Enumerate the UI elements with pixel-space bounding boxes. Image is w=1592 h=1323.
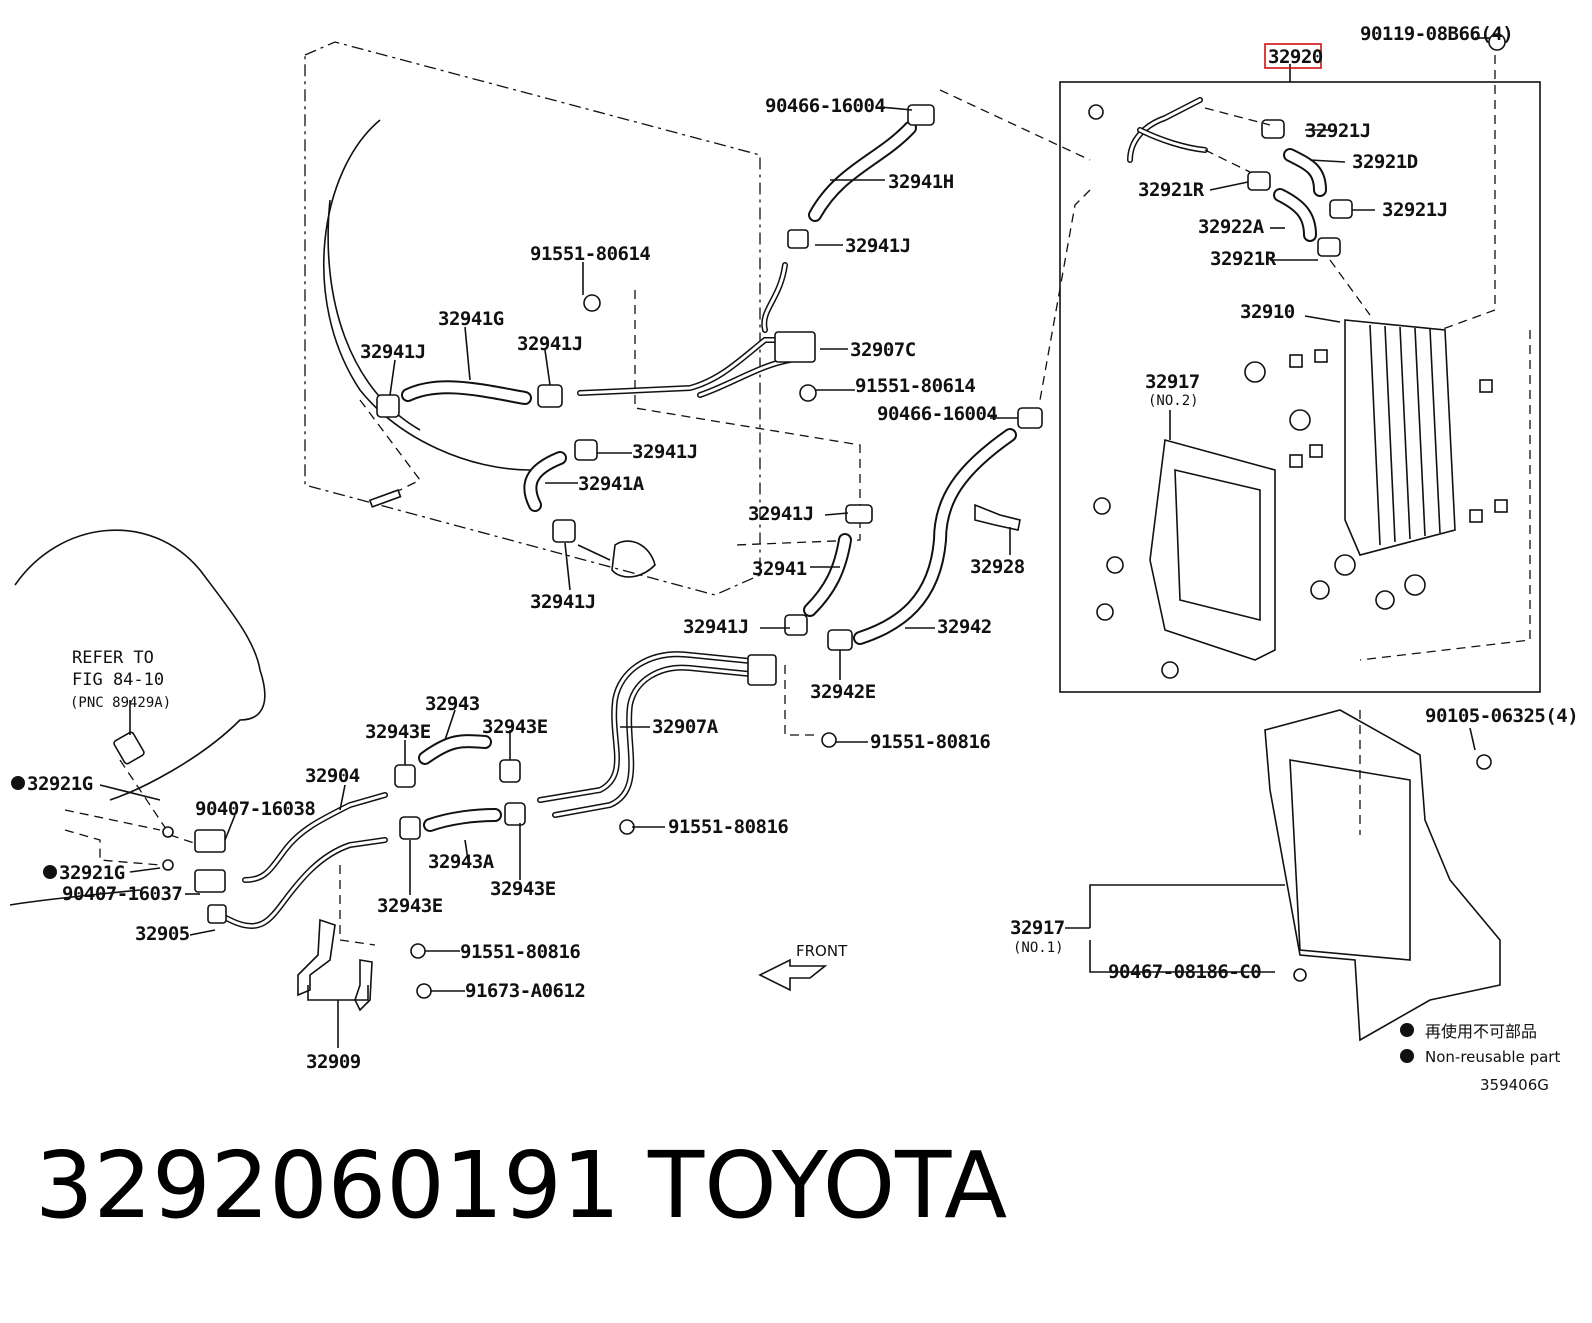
oil-cooler-box <box>1059 43 1541 693</box>
label-91551-80614-b[interactable]: 91551-80614 <box>855 375 976 397</box>
label-32941J-a[interactable]: 32941J <box>845 235 911 257</box>
hose-32941H <box>761 104 935 333</box>
duct-32917-no2 <box>1149 438 1276 661</box>
part-labels: 32920 90119-08B66(4) 90466-16004 32941H … <box>11 23 1579 1073</box>
legend-jp: 再使用不可部品 <box>1425 1022 1537 1041</box>
bracket-32909 <box>297 865 376 1012</box>
label-32941J-f[interactable]: 32941J <box>530 591 596 613</box>
duct-32917-no1 <box>1264 55 1501 1042</box>
hose-32941A <box>523 439 656 578</box>
hose-32943A <box>399 802 526 840</box>
label-32921G-b[interactable]: 32921G <box>59 862 125 884</box>
label-90105[interactable]: 90105-06325(4) <box>1425 705 1579 727</box>
label-32917-no1-sub: (NO.1) <box>1013 940 1064 956</box>
label-91673[interactable]: 91673-A0612 <box>465 980 586 1002</box>
leader-lines <box>99 37 1490 1048</box>
label-32941J-d[interactable]: 32941J <box>632 441 698 463</box>
pipe-32907A <box>537 651 815 818</box>
front-label: FRONT <box>796 942 848 960</box>
label-32941J-b[interactable]: 32941J <box>360 341 426 363</box>
label-32943E-b[interactable]: 32943E <box>482 716 548 738</box>
highlight-box <box>1264 43 1322 69</box>
cooler-core-32910 <box>1344 319 1531 661</box>
hose-32941G <box>376 380 563 418</box>
hose-32942 <box>827 89 1091 651</box>
label-32922A[interactable]: 32922A <box>1198 216 1265 238</box>
transmission-outline <box>9 529 266 906</box>
legend-en: Non-reusable part <box>1425 1048 1560 1066</box>
label-32917-no1[interactable]: 32917 <box>1010 917 1065 939</box>
legend: 再使用不可部品 Non-reusable part 359406G <box>1400 1022 1560 1094</box>
refer-line-3: (PNC 89429A) <box>70 695 171 711</box>
radiator-frame <box>304 41 761 596</box>
label-90466-a[interactable]: 90466-16004 <box>765 95 886 117</box>
label-32921R-a[interactable]: 32921R <box>1138 179 1205 201</box>
hose-32941 <box>784 504 873 636</box>
label-32909[interactable]: 32909 <box>306 1051 361 1073</box>
label-32941J-g[interactable]: 32941J <box>683 616 749 638</box>
label-32928[interactable]: 32928 <box>970 556 1025 578</box>
cooler-hoses <box>1127 97 1371 316</box>
label-32941H[interactable]: 32941H <box>888 171 954 193</box>
label-32910[interactable]: 32910 <box>1240 301 1295 323</box>
label-32941J-e[interactable]: 32941J <box>748 503 814 525</box>
bolts <box>410 33 1506 999</box>
label-32905[interactable]: 32905 <box>135 923 190 945</box>
label-32942[interactable]: 32942 <box>937 616 992 638</box>
label-90466-b[interactable]: 90466-16004 <box>877 403 998 425</box>
label-32921J-a[interactable]: 32921J <box>1305 120 1371 142</box>
pipe-32904 <box>242 792 388 883</box>
label-32907A[interactable]: 32907A <box>652 716 719 738</box>
label-32943E-d[interactable]: 32943E <box>490 878 556 900</box>
label-32904[interactable]: 32904 <box>305 765 360 787</box>
label-32943E-a[interactable]: 32943E <box>365 721 431 743</box>
label-32941J-c[interactable]: 32941J <box>517 333 583 355</box>
bracket-32928 <box>974 503 1021 531</box>
label-91551-80614-a[interactable]: 91551-80614 <box>530 243 651 265</box>
label-91551-80816-c[interactable]: 91551-80816 <box>460 941 581 963</box>
label-32921G-a[interactable]: 32921G <box>27 773 93 795</box>
label-91551-80816-b[interactable]: 91551-80816 <box>668 816 789 838</box>
label-32943E-c[interactable]: 32943E <box>377 895 443 917</box>
label-32942E[interactable]: 32942E <box>810 681 876 703</box>
label-90467[interactable]: 90467-08186-C0 <box>1108 961 1262 983</box>
label-32917-no2[interactable]: 32917 <box>1145 371 1200 393</box>
label-32920[interactable]: 32920 <box>1268 46 1323 68</box>
refer-line-1: REFER TO <box>72 648 154 668</box>
label-32941[interactable]: 32941 <box>752 558 807 580</box>
label-32921D[interactable]: 32921D <box>1352 151 1418 173</box>
label-90119[interactable]: 90119-08B66(4) <box>1360 23 1514 45</box>
label-32943A[interactable]: 32943A <box>428 851 495 873</box>
label-90407-16038[interactable]: 90407-16038 <box>195 798 316 820</box>
non-reusable-dot <box>43 865 57 879</box>
label-91551-80816-a[interactable]: 91551-80816 <box>870 731 991 753</box>
legend-dot-jp <box>1400 1023 1414 1037</box>
label-90407-16037[interactable]: 90407-16037 <box>62 883 183 905</box>
hose-32943 <box>394 734 521 788</box>
label-32917-no2-sub: (NO.2) <box>1148 393 1199 409</box>
refer-line-2: FIG 84-10 <box>72 670 164 690</box>
pipe-32907C <box>577 290 861 546</box>
figure-id: 359406G <box>1480 1076 1549 1094</box>
part-number: 3292060191 <box>35 1132 621 1239</box>
front-arrow <box>758 958 828 992</box>
label-32921R-b[interactable]: 32921R <box>1210 248 1277 270</box>
label-32921J-b[interactable]: 32921J <box>1382 199 1448 221</box>
non-reusable-dot <box>11 776 25 790</box>
pipe-32905 <box>207 837 388 929</box>
brand-name: TOYOTA <box>648 1132 1008 1239</box>
label-32941G[interactable]: 32941G <box>438 308 504 330</box>
legend-dot-en <box>1400 1049 1414 1063</box>
label-32907C[interactable]: 32907C <box>850 339 916 361</box>
label-32941A[interactable]: 32941A <box>578 473 645 495</box>
label-32943[interactable]: 32943 <box>425 693 480 715</box>
clips-grommets <box>1244 349 1508 610</box>
